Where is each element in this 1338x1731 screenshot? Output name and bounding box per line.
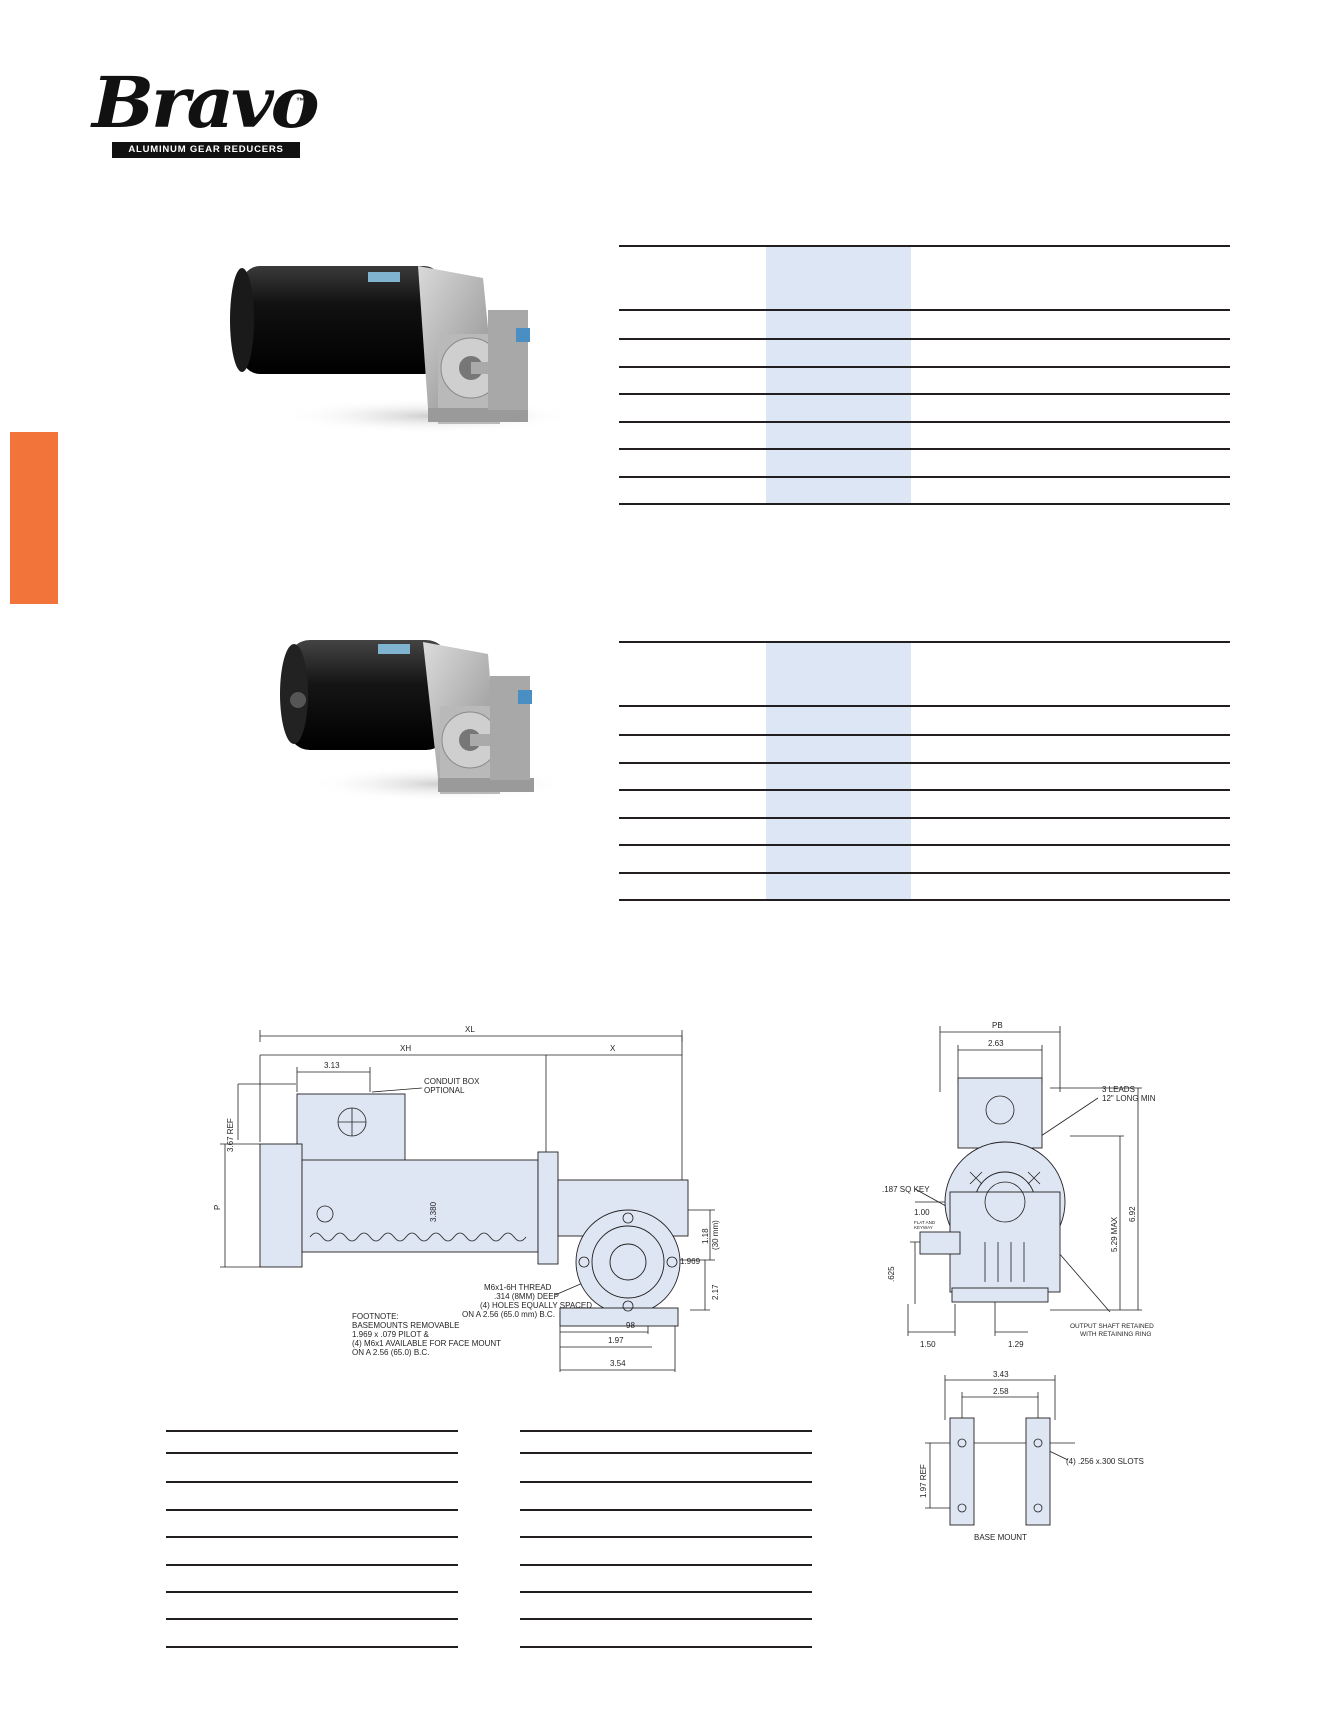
base-mount-caption: BASE MOUNT <box>974 1533 1027 1542</box>
dim-529-max: 5.29 MAX <box>1110 1216 1119 1252</box>
highlight-column <box>766 245 911 505</box>
table-rule <box>520 1452 812 1454</box>
dim-1969: 1.969 <box>680 1257 701 1266</box>
dim-129: 1.29 <box>1008 1340 1024 1349</box>
dim-367-ref: 3.67 REF <box>226 1118 235 1152</box>
key-note: .187 SQ KEY <box>882 1185 930 1194</box>
table-rule <box>166 1452 458 1454</box>
table-rule <box>520 1536 812 1538</box>
motor-photo-2 <box>280 640 568 802</box>
footnote-4: (4) M6x1 AVAILABLE FOR FACE MOUNT <box>352 1339 501 1348</box>
table-rule <box>166 1591 458 1593</box>
table-rule <box>166 1536 458 1538</box>
table-rule <box>520 1430 812 1432</box>
logo-wordmark: Bravo <box>92 61 320 144</box>
thread-note-3: (4) HOLES EQUALLY SPACED <box>480 1301 592 1310</box>
dimension-table-left <box>166 1430 458 1650</box>
dim-98: 98 <box>626 1321 635 1330</box>
thread-note-2: .314 (8MM) DEEP <box>494 1292 559 1301</box>
table-rule <box>619 245 1230 247</box>
section-tab <box>10 432 58 604</box>
table-rule <box>619 366 1230 368</box>
bravo-logo: Bravo ™ ALUMINUM GEAR REDUCERS <box>90 68 320 162</box>
motor-photo-1 <box>230 266 573 434</box>
dim-x: X <box>610 1044 616 1053</box>
table-rule <box>619 503 1230 505</box>
footnote-5: ON A 2.56 (65.0) B.C. <box>352 1348 429 1357</box>
dim-3380: 3.380 <box>429 1201 438 1222</box>
table-rule <box>619 872 1230 874</box>
thread-note-1: M6x1-6H THREAD <box>484 1283 552 1292</box>
keyway-note-1: FLAT AND <box>914 1220 936 1225</box>
table-rule <box>166 1481 458 1483</box>
table-rule <box>619 421 1230 423</box>
table-rule <box>619 338 1230 340</box>
dim-197: 1.97 <box>608 1336 624 1345</box>
table-rule <box>520 1481 812 1483</box>
table-rule <box>619 641 1230 643</box>
table-rule <box>619 844 1230 846</box>
dimension-table-right <box>520 1430 812 1650</box>
table-rule <box>520 1618 812 1620</box>
table-rule <box>619 448 1230 450</box>
table-rule <box>619 762 1230 764</box>
dim-343: 3.43 <box>993 1370 1009 1379</box>
table-rule <box>166 1564 458 1566</box>
dim-100: 1.00 <box>914 1208 930 1217</box>
thread-note-4: ON A 2.56 (65.0 mm) B.C. <box>462 1310 555 1319</box>
footnote-2: BASEMOUNTS REMOVABLE <box>352 1321 459 1330</box>
trademark-mark: ™ <box>296 96 305 106</box>
dim-692: 6.92 <box>1128 1206 1137 1222</box>
dim-263: 2.63 <box>988 1039 1004 1048</box>
retained-note-2: WITH RETAINING RING <box>1080 1331 1151 1338</box>
table-rule <box>520 1564 812 1566</box>
table-rule <box>166 1430 458 1432</box>
dim-197-ref: 1.97 REF <box>919 1464 928 1498</box>
dim-258: 2.58 <box>993 1387 1009 1396</box>
dim-pb: PB <box>992 1021 1003 1030</box>
base-mount-drawing: 3.43 2.58 (4) .256 x.300 SLOTS 1.97 REF … <box>919 1370 1144 1542</box>
highlight-column <box>766 641 911 901</box>
conduit-label-2: OPTIONAL <box>424 1086 465 1095</box>
table-rule <box>166 1509 458 1511</box>
leads-note-1: 3 LEADS <box>1102 1085 1135 1094</box>
table-rule <box>619 899 1230 901</box>
table-rule <box>619 734 1230 736</box>
table-rule <box>619 476 1230 478</box>
dim-625: .625 <box>887 1266 896 1282</box>
table-rule <box>520 1509 812 1511</box>
dim-150: 1.50 <box>920 1340 936 1349</box>
front-view-drawing: XL XH X 3.13 3.67 REF P 3.380 CONDUIT BO… <box>213 1025 720 1372</box>
dim-118: 1.18 <box>701 1228 710 1244</box>
dim-xl: XL <box>465 1025 475 1034</box>
spec-table-1 <box>619 245 1230 505</box>
retained-note-1: OUTPUT SHAFT RETAINED <box>1070 1323 1154 1330</box>
leads-note-2: 12" LONG MIN <box>1102 1094 1156 1103</box>
dim-217: 2.17 <box>711 1284 720 1300</box>
logo-tagline: ALUMINUM GEAR REDUCERS <box>112 142 300 158</box>
table-rule <box>166 1618 458 1620</box>
dim-313: 3.13 <box>324 1061 340 1070</box>
table-rule <box>619 393 1230 395</box>
footnote-1: FOOTNOTE: <box>352 1312 399 1321</box>
side-view-drawing: PB 2.63 3 LEADS 12" LONG MIN .187 SQ KEY… <box>882 1021 1156 1349</box>
table-rule <box>619 817 1230 819</box>
spec-table-2 <box>619 641 1230 901</box>
footnote-3: 1.969 x .079 PILOT & <box>352 1330 429 1339</box>
dim-xh: XH <box>400 1044 411 1053</box>
dim-p: P <box>213 1205 222 1210</box>
table-rule <box>166 1646 458 1648</box>
slots-note: (4) .256 x.300 SLOTS <box>1066 1457 1144 1466</box>
dim-354: 3.54 <box>610 1359 626 1368</box>
table-rule <box>619 789 1230 791</box>
table-rule <box>520 1591 812 1593</box>
table-rule <box>520 1646 812 1648</box>
conduit-label-1: CONDUIT BOX <box>424 1077 480 1086</box>
dim-118-mm: (30 mm) <box>711 1220 720 1250</box>
table-rule <box>619 705 1230 707</box>
keyway-note-2: KEYWAY <box>914 1225 933 1230</box>
table-rule <box>619 309 1230 311</box>
